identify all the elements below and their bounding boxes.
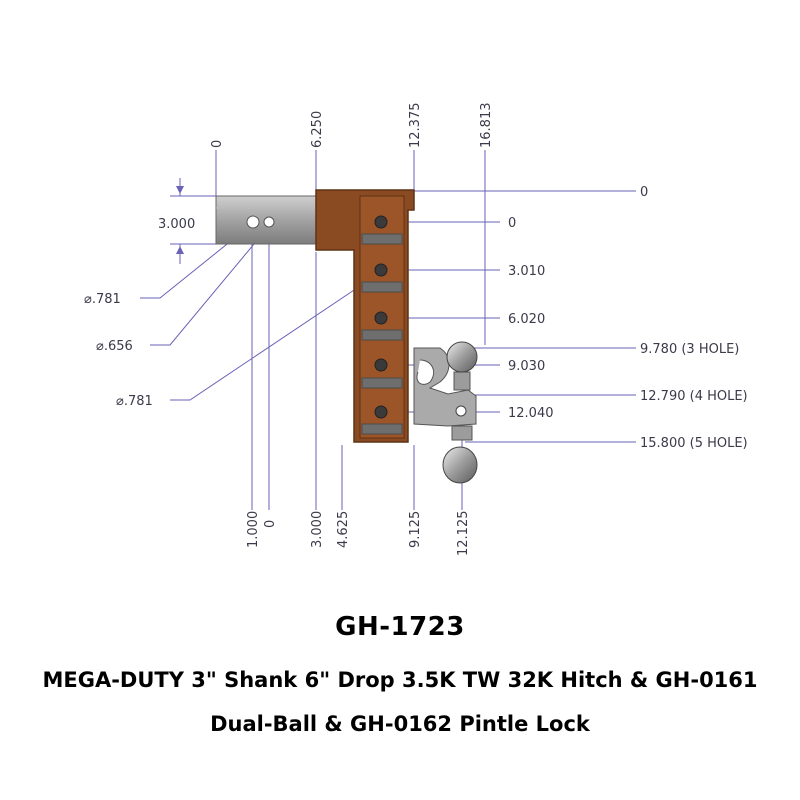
bracket-hole-2 [374, 263, 388, 277]
dim-top-16813: 16.813 [479, 103, 494, 149]
dim-left-3000: 3.000 [158, 217, 195, 232]
dim-right-0-top: 0 [640, 185, 648, 200]
dim-right-9780: 9.780 (3 HOLE) [640, 342, 739, 357]
shank [215, 195, 321, 245]
dim-right-0: 0 [508, 216, 516, 231]
dim-right-15800: 15.800 (5 HOLE) [640, 436, 748, 451]
leader-dia-656 [150, 225, 270, 346]
dim-right-9030: 9.030 [508, 359, 545, 374]
dim-bottom-9125: 9.125 [408, 511, 423, 548]
shank-pin-hole-2 [263, 216, 275, 228]
upper-ball [446, 341, 478, 373]
dim-bottom-0: 0 [263, 520, 278, 528]
dim-right-12040: 12.040 [508, 406, 554, 421]
dim-bottom-4625: 4.625 [336, 511, 351, 548]
leader-dia-781-b [170, 271, 382, 401]
bracket-hole-5 [374, 405, 388, 419]
dim-dia-781-b: ⌀.781 [116, 394, 153, 409]
product-description-line-2: Dual-Ball & GH-0162 Pintle Lock [210, 712, 590, 736]
drop-bracket [315, 189, 415, 443]
dim-right-6020: 6.020 [508, 312, 545, 327]
product-description-line-1: MEGA-DUTY 3" Shank 6" Drop 3.5K TW 32K H… [42, 668, 758, 692]
bracket-hole-1 [374, 215, 388, 229]
model-number: GH-1723 [335, 612, 465, 642]
bracket-hole-3 [374, 311, 388, 325]
shank-pin-hole-1 [246, 215, 260, 229]
pintle-dual-ball [413, 341, 478, 484]
dim-top-12375: 12.375 [408, 103, 423, 149]
leader-dia-781-a [140, 223, 253, 299]
lower-ball [442, 446, 478, 484]
hitch-drawing: 0 6.250 12.375 16.813 1.000 0 3.000 4.62… [84, 103, 748, 557]
dim-right-12790: 12.790 (4 HOLE) [640, 389, 748, 404]
dim-right-3010: 3.010 [508, 264, 545, 279]
dim-bottom-1000: 1.000 [246, 511, 261, 548]
dim-dia-781-a: ⌀.781 [84, 292, 121, 307]
dim-bottom-12125: 12.125 [456, 511, 471, 557]
bracket-hole-4 [374, 358, 388, 372]
dim-top-6250: 6.250 [310, 111, 325, 148]
dim-dia-656: ⌀.656 [96, 339, 133, 354]
dim-bottom-3000: 3.000 [310, 511, 325, 548]
dim-top-0: 0 [210, 140, 225, 148]
